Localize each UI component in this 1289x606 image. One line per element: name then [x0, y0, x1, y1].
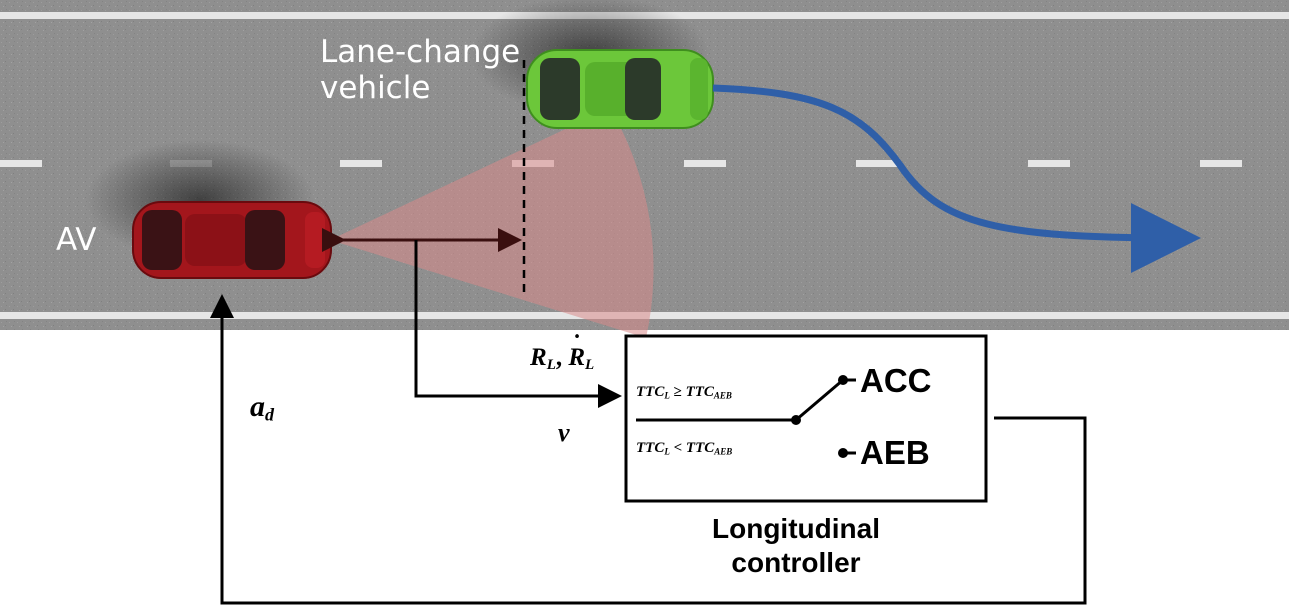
cond-lower-operator: <	[669, 440, 686, 456]
acceleration-subscript: d	[265, 404, 274, 425]
av-label: AV	[56, 222, 97, 258]
sensor-cone	[330, 108, 654, 338]
lane-change-vehicle-label: Lane-change vehicle	[320, 34, 520, 106]
switch-output-aeb: AEB	[860, 434, 930, 471]
range-subscript: L	[546, 356, 556, 373]
cond-upper-ttc-sub: L	[664, 390, 670, 401]
switch-condition-lower: TTCL < TTCAEB	[636, 440, 732, 457]
range-symbol: R	[530, 344, 547, 371]
range-signal-line	[414, 240, 622, 408]
controller-name-line1: Longitudinal	[712, 513, 880, 544]
switch-arm	[795, 378, 844, 422]
cond-lower-ref: TTC	[685, 440, 715, 456]
lane-change-trajectory-arrow	[712, 84, 1201, 273]
range-rate-subscript: L	[585, 356, 595, 373]
acceleration-feedback-line	[210, 294, 1087, 605]
cond-lower-ttc: TTC	[636, 440, 665, 456]
switch-output-acc: ACC	[860, 362, 932, 399]
mode-switch	[636, 375, 856, 458]
cond-lower-ttc-sub: L	[664, 446, 670, 457]
lane-change-label-line1: Lane-change	[320, 34, 521, 70]
lane-change-vehicle	[526, 49, 714, 129]
range-separator: ,	[555, 344, 569, 371]
acceleration-symbol: a	[250, 390, 265, 423]
cond-upper-ref-sub: AEB	[713, 390, 732, 401]
controller-name-line2: controller	[731, 547, 861, 578]
cond-upper-ttc: TTC	[636, 384, 665, 400]
speed-label: v	[558, 418, 570, 447]
cond-lower-ref-sub: AEB	[714, 446, 733, 457]
lane-change-label-line2: vehicle	[320, 70, 431, 106]
range-rate-symbol: R	[568, 331, 585, 372]
cond-upper-operator: ≥	[669, 384, 686, 400]
range-and-rate-label: RL, RL	[530, 331, 595, 374]
controller-name-label: Longitudinal controller	[676, 512, 916, 580]
cond-upper-ref: TTC	[685, 384, 714, 400]
switch-condition-upper: TTCL ≥ TTCAEB	[636, 384, 732, 401]
acceleration-label: ad	[250, 390, 274, 426]
av-vehicle	[132, 201, 332, 279]
